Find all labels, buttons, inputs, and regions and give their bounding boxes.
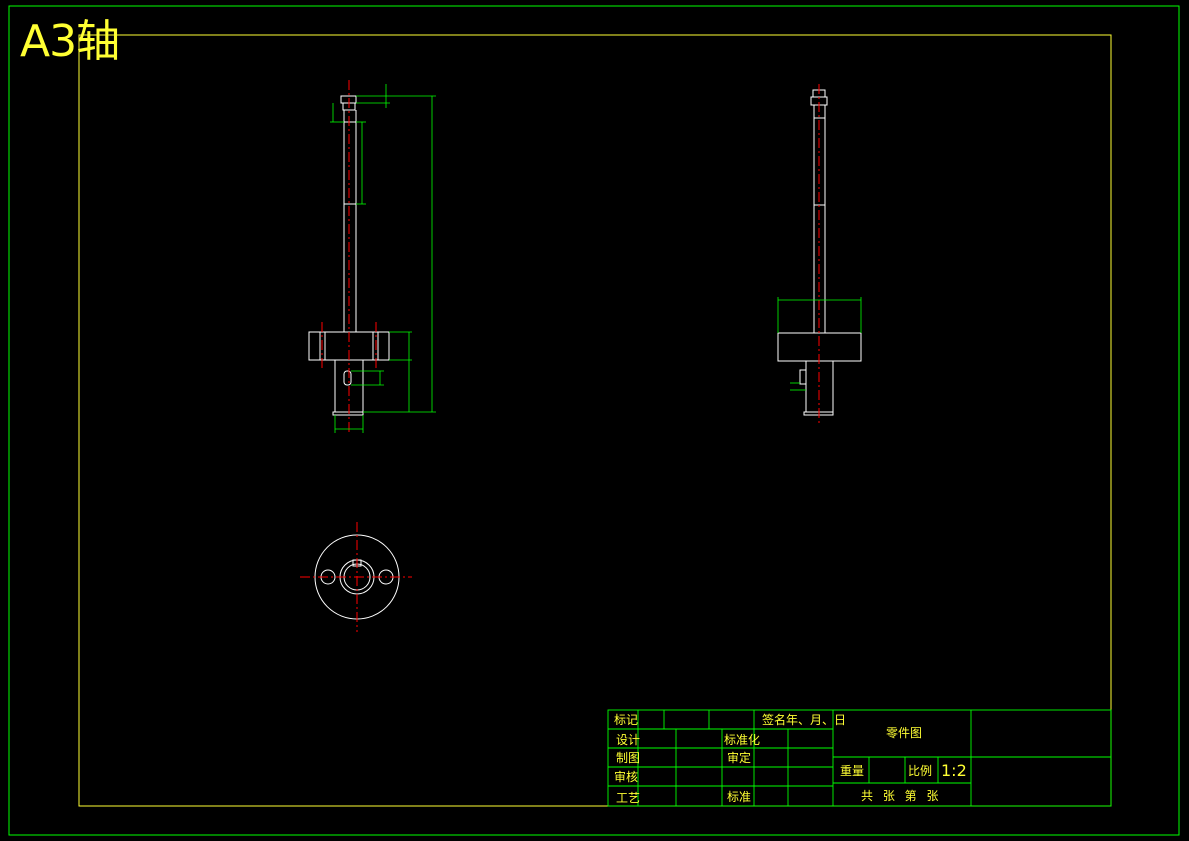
tb-mark: 标记: [614, 713, 639, 727]
tb-approval: 审定: [727, 751, 752, 765]
tb-drafting: 制图: [616, 751, 641, 765]
tb-process: 工艺: [616, 791, 641, 805]
front-view-centerlines: [321, 80, 377, 432]
tb-scale-label: 比例: [908, 764, 933, 778]
tb-review: 审核: [614, 770, 639, 784]
tb-design: 设计: [616, 733, 641, 747]
outer-frame: [8, 5, 1180, 836]
front-view-dimensions: [330, 84, 436, 433]
inner-frame: [78, 34, 1112, 807]
sheet-title: A3轴: [20, 16, 120, 67]
tb-scale-value: 1:2: [941, 761, 967, 780]
tb-signature-date: 签名年、月、日: [762, 713, 847, 727]
tb-approve-std: 标准: [727, 790, 752, 804]
top-view-centerlines: [300, 522, 412, 632]
tb-standardization: 标准化: [724, 733, 761, 747]
tb-sheets: 共 张 第 张: [861, 789, 939, 803]
title-block-grid: [607, 709, 1112, 807]
tb-weight: 重量: [840, 764, 865, 778]
tb-part-drawing: 零件图: [886, 726, 923, 740]
side-view-dimensions: [777, 297, 862, 391]
